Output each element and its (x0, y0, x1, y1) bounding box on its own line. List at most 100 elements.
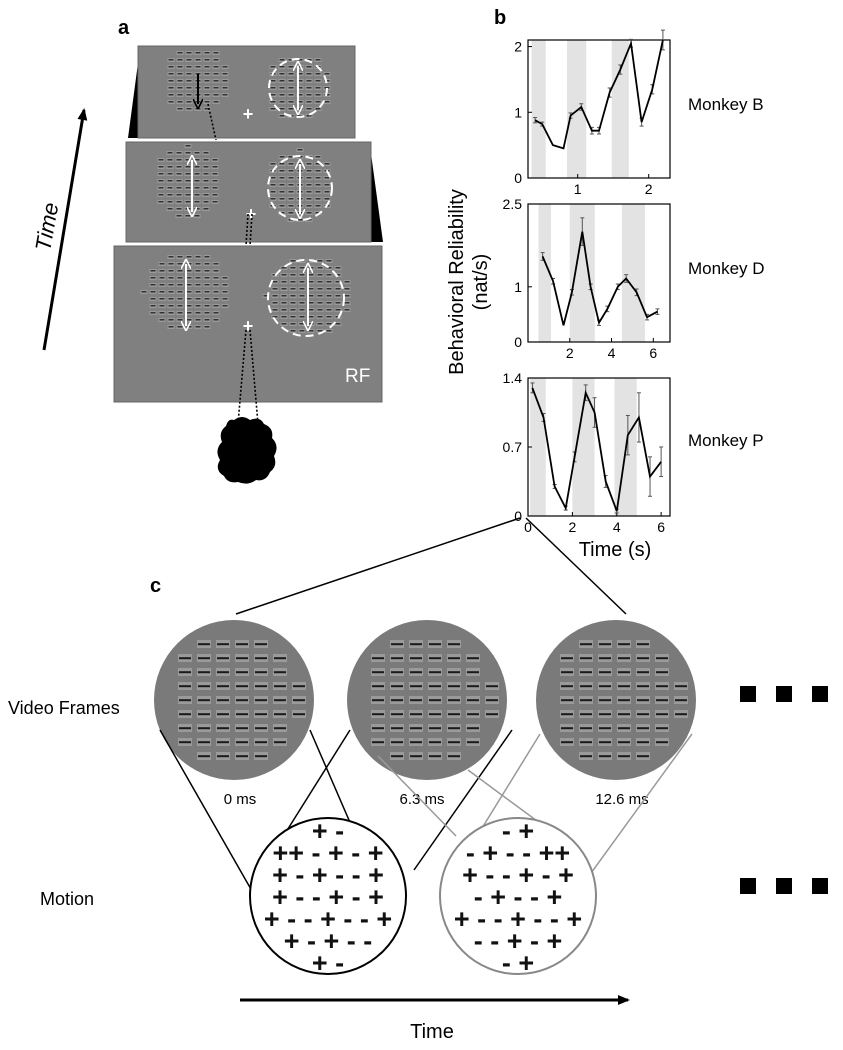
gabor-stripe (263, 295, 269, 297)
gabor-stripe (186, 263, 192, 265)
series-line (531, 387, 662, 512)
gabor-stripe (317, 323, 323, 325)
gabor-stripe (448, 727, 460, 730)
gabor-stripe (344, 295, 350, 297)
gabor-stripe (306, 205, 312, 207)
gabor-stripe (308, 295, 314, 297)
gabor-stripe (290, 295, 296, 297)
gabor-stripe (255, 755, 267, 758)
gabor-stripe (279, 212, 285, 214)
gabor-stripe (198, 699, 210, 702)
panel-a-letter: a (118, 17, 130, 39)
gabor-stripe (186, 305, 192, 307)
gabor-stripe (159, 319, 165, 321)
gabor-stripe (637, 755, 649, 758)
gabor-stripe (290, 288, 296, 290)
gabor-stripe (195, 263, 201, 265)
gabor-stripe (281, 309, 287, 311)
gabor-stripe (326, 288, 332, 290)
gabor-stripe (159, 277, 165, 279)
fixation-cross: + (246, 204, 257, 224)
gabor-stripe (272, 309, 278, 311)
gabor-stripe (299, 323, 305, 325)
gabor-stripe (288, 191, 294, 193)
receptive-field-outline (268, 58, 328, 118)
motion-sign-row: - + - - ++ (466, 838, 570, 868)
gabor-stripe (317, 288, 323, 290)
gabor-stripe (637, 671, 649, 674)
gabor-stripe (177, 326, 183, 328)
gabor-stripe (599, 755, 611, 758)
x-tick-label: 2 (568, 519, 576, 535)
gabor-stripe (656, 671, 668, 674)
ellipsis-video-frames (740, 686, 828, 702)
gabor-stripe (561, 657, 573, 660)
gabor-stripe (317, 274, 323, 276)
gabor-stripe (150, 270, 156, 272)
gabor-stripe (306, 177, 312, 179)
gabor-stripe (194, 187, 200, 189)
gabor-stripe (213, 80, 219, 82)
gabor-stripe (177, 263, 183, 265)
frame-time-2: 12.6 ms (595, 791, 648, 808)
gabor-stripe (637, 657, 649, 660)
gabor-stripe (290, 316, 296, 318)
gabor-stripe (315, 87, 321, 89)
motion-sign-row: + - + - - + (272, 860, 384, 890)
gabor-stripe (306, 191, 312, 193)
gabor-stripe (194, 166, 200, 168)
gabor-stripe (177, 284, 183, 286)
gabor-stripe (410, 643, 422, 646)
gabor-stripe (306, 73, 312, 75)
gabor-stripe (306, 198, 312, 200)
gabor-stripe (177, 101, 183, 103)
gabor-stripe (204, 101, 210, 103)
gabor-stripe (410, 741, 422, 744)
gabor-stripe (195, 108, 201, 110)
gabor-stripe (675, 713, 687, 716)
gabor-stripe (288, 80, 294, 82)
gabor-stripe (204, 66, 210, 68)
gabor-stripe (203, 152, 209, 154)
motion-sign-row: + - (312, 948, 344, 978)
gabor-stripe (179, 671, 191, 674)
gabor-stripe (299, 295, 305, 297)
gabor-stripe (299, 302, 305, 304)
gabor-stripe (179, 685, 191, 688)
gabor-stripe (293, 699, 305, 702)
gabor-stripe (288, 94, 294, 96)
gabor-stripe (270, 94, 276, 96)
motion-sign-row: - - + - + (474, 926, 563, 956)
gabor-stripe (236, 643, 248, 646)
gabor-stripe (177, 305, 183, 307)
gabor-stripe (204, 59, 210, 61)
gabor-stripe (344, 309, 350, 311)
gabor-stripe (222, 291, 228, 293)
gabor-stripe (212, 187, 218, 189)
gabor-stripe (290, 260, 296, 262)
gabor-stripe (255, 713, 267, 716)
motion-sign-row: - + (502, 948, 534, 978)
gabor-stripe (176, 215, 182, 217)
gabor-stripe (467, 741, 479, 744)
gabor-stripe (177, 277, 183, 279)
gabor-stripe (186, 66, 192, 68)
gabor-stripe (288, 198, 294, 200)
gabor-stripe (213, 94, 219, 96)
gabor-stripe (429, 657, 441, 660)
gabor-stripe (315, 198, 321, 200)
gabor-stripe (168, 263, 174, 265)
motion-circle-0 (249, 817, 407, 975)
gabor-stripe (255, 699, 267, 702)
fixation-cross: + (243, 104, 254, 124)
gabor-stripe (281, 274, 287, 276)
gabor-stripe (637, 741, 649, 744)
gabor-stripe (195, 326, 201, 328)
gabor-stripe (315, 156, 321, 158)
gabor-stripe (326, 260, 332, 262)
gabor-stripe (599, 741, 611, 744)
gabor-stripe (372, 685, 384, 688)
gabor-stripe (308, 281, 314, 283)
gabor-stripe (315, 108, 321, 110)
gabor-stripe (344, 281, 350, 283)
